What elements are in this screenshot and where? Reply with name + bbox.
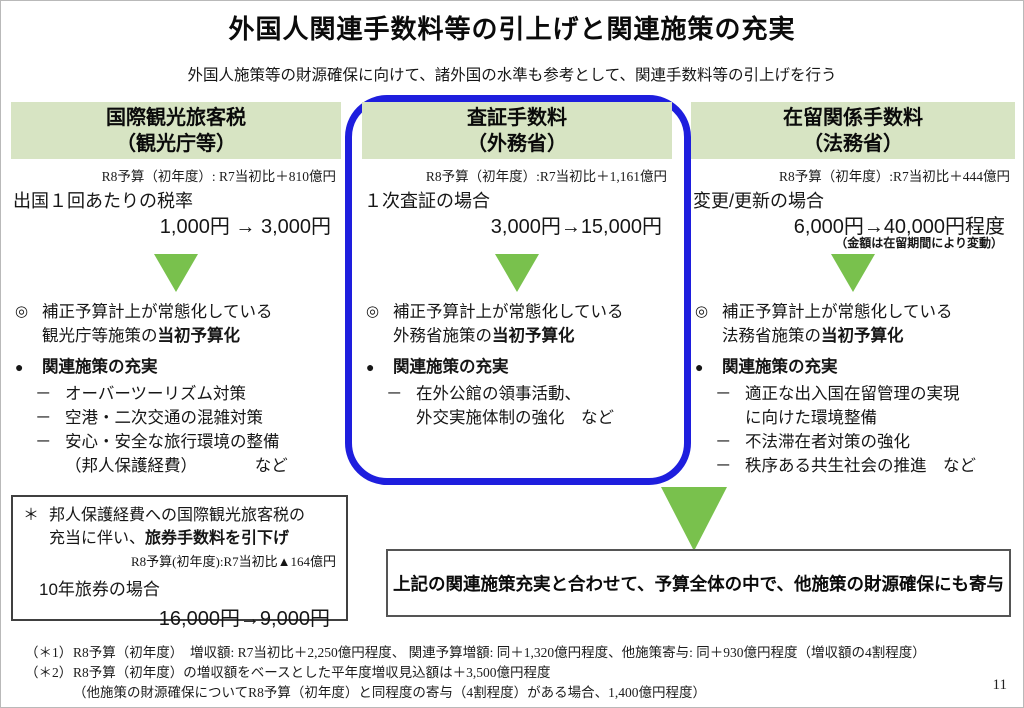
budget-note: R8予算(初年度):R7当初比▲164億円 — [131, 554, 336, 569]
budget-note: R8予算（初年度）:R7当初比＋444億円 — [778, 169, 1010, 184]
case-amount: 3,000円→15,000円 — [490, 216, 662, 238]
summary-box: 上記の関連施策充実と合わせて、予算全体の中で、他施策の財源確保にも寄与 — [386, 549, 1011, 617]
footnote-text: R8予算（初年度） 増収額: R7当初比＋2,250億円程度、 関連予算増額: … — [73, 645, 926, 660]
footnote-text: R8予算（初年度）の増収額をベースとした平年度増収見込額は＋3,500億円程度 — [73, 665, 551, 680]
case-label: 10年旅券の場合 — [39, 580, 160, 599]
column-tourist-tax: 国際観光旅客税 （観光庁等） R8予算（初年度）: R7当初比＋810億円 出国… — [11, 1, 341, 707]
footnote-marker: （＊2） — [25, 665, 73, 680]
page-subtitle: 外国人施策等の財源確保に向けて、諸外国の水準も参考として、関連手数料等の引上げを… — [187, 67, 837, 84]
down-arrow-icon — [154, 254, 198, 292]
case-amount: 6,000円→40,000円程度 — [793, 216, 1005, 238]
case-label: １次査証の場合 — [364, 191, 490, 211]
disc-marker: ● — [366, 359, 375, 375]
passport-note-text: 邦人保護経費への国際観光旅客税の充当に伴い、旅券手数料を引下げ — [49, 507, 306, 547]
footnote-1: （＊1） R8予算（初年度） 増収額: R7当初比＋2,250億円程度、 関連予… — [25, 643, 1003, 663]
list-item: － 秩序ある共生社会の推進 など — [695, 454, 1015, 478]
bullet-initial-budgeting: ◎ 補正予算計上が常態化している観光庁等施策の当初予算化 — [15, 300, 341, 348]
column-header-residence-fee: 在留関係手数料 （法務省） — [691, 102, 1015, 159]
passport-note: ＊ 邦人保護経費への国際観光旅客税の充当に伴い、旅券手数料を引下げ — [23, 504, 338, 550]
list-item-text: オーバーツーリズム対策 — [65, 385, 247, 403]
page-title: 外国人関連手数料等の引上げと関連施策の充実 — [228, 14, 796, 44]
disc-marker: ● — [695, 359, 704, 375]
case-label: 変更/更新の場合 — [693, 191, 825, 211]
column-header-tourist-tax: 国際観光旅客税 （観光庁等） — [11, 102, 341, 159]
bullet-related-measures: ● 関連施策の充実 — [695, 355, 1015, 379]
bullet-list: ◎ 補正予算計上が常態化している法務省施策の当初予算化 ● 関連施策の充実 － … — [695, 300, 1015, 478]
column-title: 査証手数料 — [467, 106, 567, 129]
dash-marker: － — [715, 457, 732, 475]
page-number: 11 — [992, 677, 1007, 693]
bullet-related-measures: ● 関連施策の充実 — [366, 355, 672, 379]
dash-marker: － — [35, 409, 52, 427]
bullet-initial-budgeting: ◎ 補正予算計上が常態化している外務省施策の当初予算化 — [366, 300, 672, 348]
column-agency: （観光庁等） — [116, 132, 236, 155]
case-label: 出国１回あたりの税率 — [13, 191, 193, 211]
list-item-text: 不法滞在者対策の強化 — [745, 433, 910, 451]
list-item-text: 秩序ある共生社会の推進 など — [745, 457, 976, 475]
summary-text: 上記の関連施策充実と合わせて、予算全体の中で、他施策の財源確保にも寄与 — [393, 573, 1004, 594]
asterisk-marker: ＊ — [23, 507, 40, 524]
double-circle-marker: ◎ — [366, 303, 380, 320]
list-item: － 適正な出入国在留管理の実現に向けた環境整備 — [695, 382, 1015, 430]
bullet-text: 関連施策の充実 — [393, 358, 509, 376]
double-circle-marker: ◎ — [15, 303, 29, 320]
disc-marker: ● — [15, 359, 24, 375]
footnotes: （＊1） R8予算（初年度） 増収額: R7当初比＋2,250億円程度、 関連予… — [25, 643, 1003, 703]
double-circle-marker: ◎ — [695, 303, 709, 320]
dash-marker: － — [35, 385, 52, 403]
passport-fee-box: ＊ 邦人保護経費への国際観光旅客税の充当に伴い、旅券手数料を引下げ R8予算(初… — [11, 495, 348, 630]
bullet-text: 補正予算計上が常態化している外務省施策の当初予算化 — [393, 303, 624, 345]
column-header-visa-fee: 査証手数料 （外務省） — [362, 102, 672, 159]
bullet-text: 関連施策の充実 — [722, 358, 838, 376]
amount-variation-note: （金額は在留期間により変動） — [835, 236, 1003, 250]
visa-highlight-frame — [345, 95, 691, 485]
list-item: － 安心・安全な旅行環境の整備（邦人保護経費） など — [15, 430, 341, 478]
list-item: － オーバーツーリズム対策 — [15, 382, 341, 406]
budget-note: R8予算（初年度）:R7当初比＋1,161億円 — [425, 169, 667, 184]
dash-marker: － — [35, 433, 52, 451]
dash-marker: － — [715, 385, 732, 403]
footnote-2: （＊2） R8予算（初年度）の増収額をベースとした平年度増収見込額は＋3,500… — [25, 663, 1003, 683]
bullet-list: ◎ 補正予算計上が常態化している外務省施策の当初予算化 ● 関連施策の充実 － … — [366, 300, 672, 430]
list-item: － 空港・二次交通の混雑対策 — [15, 406, 341, 430]
list-item-text: 空港・二次交通の混雑対策 — [65, 409, 263, 427]
bullet-text: 補正予算計上が常態化している法務省施策の当初予算化 — [722, 303, 953, 345]
down-arrow-icon — [831, 254, 875, 292]
budget-note: R8予算（初年度）: R7当初比＋810億円 — [101, 169, 336, 184]
list-item-text: 安心・安全な旅行環境の整備（邦人保護経費） など — [65, 433, 288, 475]
column-title: 国際観光旅客税 — [106, 106, 246, 129]
column-title: 在留関係手数料 — [783, 106, 923, 129]
list-item: － 不法滞在者対策の強化 — [695, 430, 1015, 454]
list-item: － 在外公館の領事活動、外交実施体制の強化 など — [366, 382, 672, 430]
case-amount: 16,000円→9,000円 — [158, 608, 330, 630]
bullet-text: 関連施策の充実 — [42, 358, 158, 376]
list-item-text: 在外公館の領事活動、外交実施体制の強化 など — [416, 385, 614, 427]
bullet-related-measures: ● 関連施策の充実 — [15, 355, 341, 379]
case-amount: 1,000円 → 3,000円 — [159, 216, 331, 238]
footnote-marker: （＊1） — [25, 645, 73, 660]
list-item-text: 適正な出入国在留管理の実現に向けた環境整備 — [745, 385, 960, 427]
bullet-text: 補正予算計上が常態化している観光庁等施策の当初予算化 — [42, 303, 273, 345]
down-arrow-icon — [495, 254, 539, 292]
dash-marker: － — [386, 385, 403, 403]
bullet-initial-budgeting: ◎ 補正予算計上が常態化している法務省施策の当初予算化 — [695, 300, 1015, 348]
big-down-arrow-icon — [661, 487, 727, 551]
column-residence-fee: 在留関係手数料 （法務省） R8予算（初年度）:R7当初比＋444億円 変更/更… — [691, 1, 1015, 707]
column-agency: （外務省） — [467, 132, 567, 155]
footnote-2-continued: （他施策の財源確保についてR8予算（初年度）と同程度の寄与（4割程度）がある場合… — [73, 685, 706, 700]
dash-marker: － — [715, 433, 732, 451]
column-visa-fee: 査証手数料 （外務省） R8予算（初年度）:R7当初比＋1,161億円 １次査証… — [362, 1, 672, 707]
column-agency: （法務省） — [803, 132, 903, 155]
bullet-list: ◎ 補正予算計上が常態化している観光庁等施策の当初予算化 ● 関連施策の充実 －… — [15, 300, 341, 478]
